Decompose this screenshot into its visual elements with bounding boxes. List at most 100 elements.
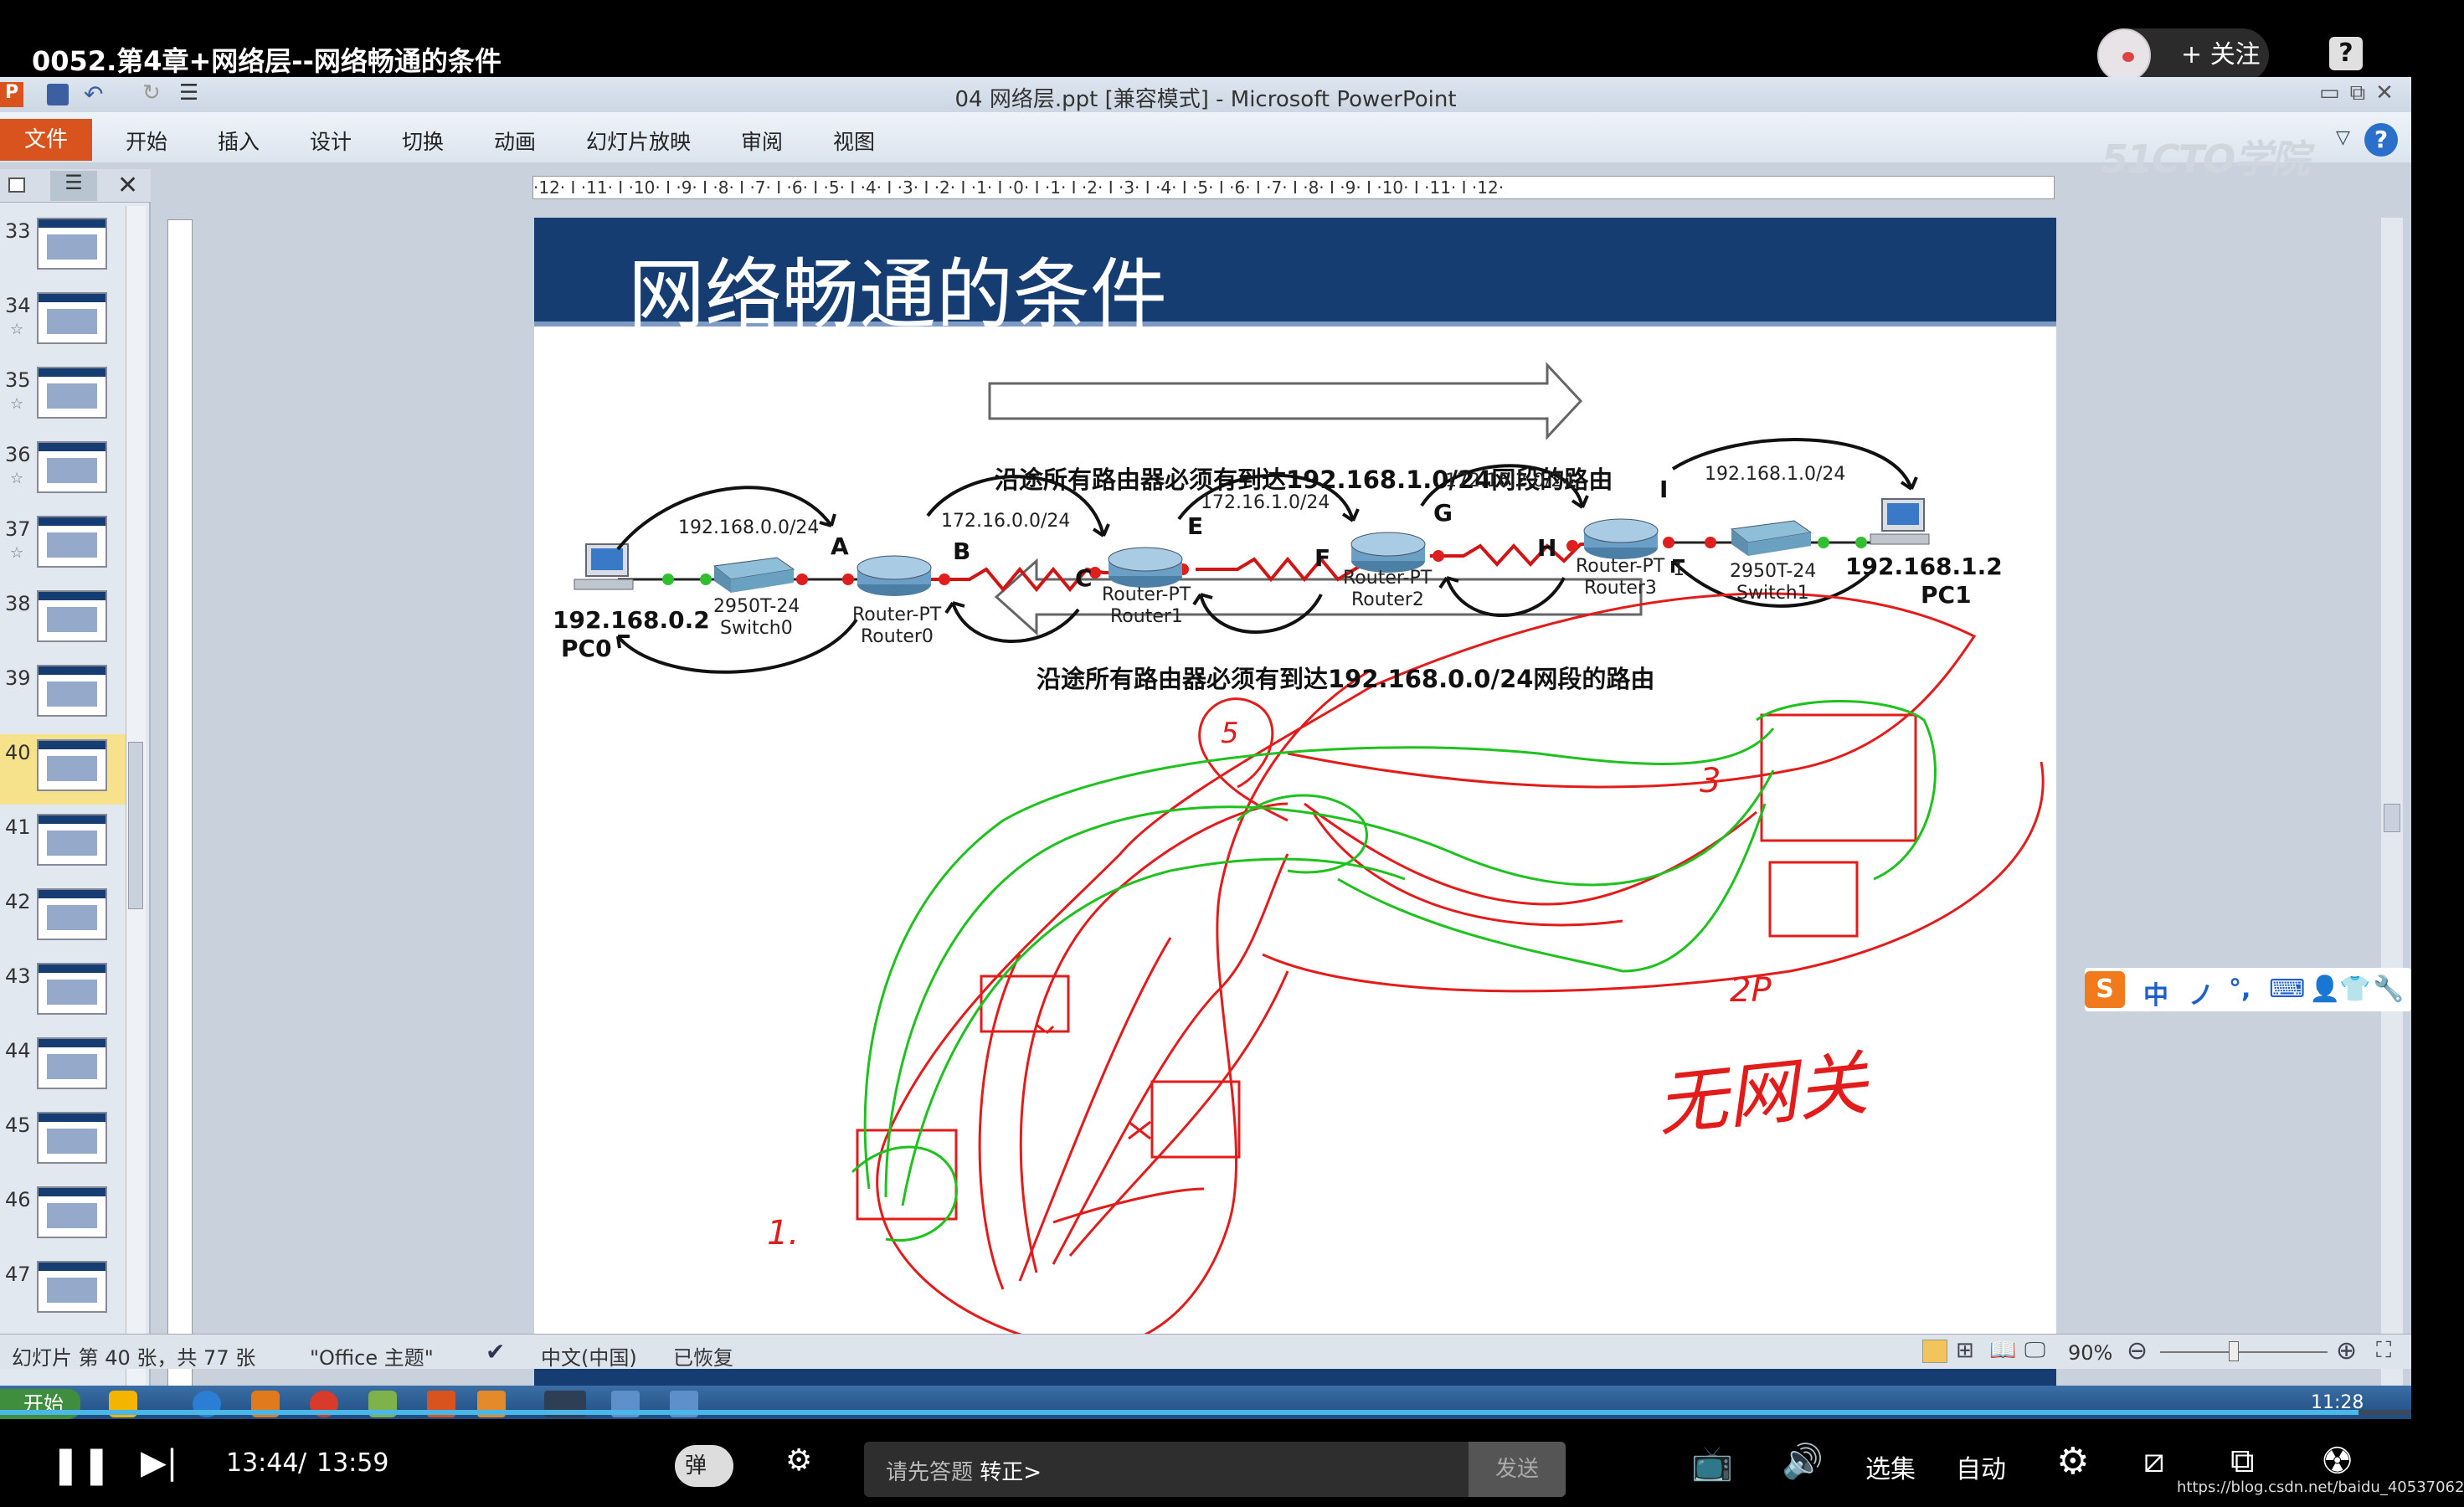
ribbon-collapse-icon[interactable]: ▽ (2336, 127, 2350, 148)
slide-thumbnail[interactable]: 42 (0, 883, 134, 954)
settings-wrench-icon[interactable]: 🔧 (2373, 975, 2405, 1004)
slide-thumbnail[interactable]: 46 (0, 1181, 134, 1252)
slide-thumbnail[interactable]: 44 (0, 1032, 134, 1103)
slide-thumbnail[interactable]: 40 (0, 734, 134, 805)
window-title: 04 网络层.ppt [兼容模式] - Microsoft PowerPoint (954, 87, 1457, 112)
window-icon[interactable]: ⧉ (2230, 1442, 2255, 1480)
normal-view-icon[interactable] (1922, 1340, 1947, 1363)
route-arrows (616, 438, 1918, 674)
slide-number: 47 (5, 1263, 31, 1286)
skin-icon[interactable]: 👕 (2339, 975, 2371, 1004)
danmu-link[interactable]: 转正> (980, 1460, 1042, 1485)
ime-punct-icon[interactable]: °, (2229, 975, 2251, 1004)
spellcheck-icon[interactable]: ✔ (486, 1338, 506, 1366)
ime-toolbar[interactable]: S 中 ノ °, ⌨ 👤 👕 🔧 (2085, 968, 2411, 1011)
port-label: F (1314, 544, 1331, 572)
tab-animations[interactable]: 动画 (494, 130, 537, 154)
send-button[interactable]: 发送 (1469, 1442, 1566, 1497)
slide-thumbnail[interactable]: 43 (0, 958, 134, 1028)
tv-icon[interactable]: 📺 (1691, 1444, 1733, 1483)
danmu-toggle[interactable]: 弹 (675, 1445, 733, 1487)
zoom-out-icon[interactable]: ⊖ (2127, 1336, 2148, 1366)
slide-thumbnail[interactable]: 35☆ (0, 362, 134, 432)
url-watermark: https://blog.csdn.net/baidu_40537062 (2177, 1479, 2464, 1496)
redo-icon[interactable]: ↻ (142, 80, 161, 105)
fullscreen-icon[interactable]: ☢ (2321, 1440, 2354, 1483)
tab-design[interactable]: 设计 (310, 130, 352, 154)
zoom-slider-thumb[interactable] (2229, 1341, 2239, 1361)
thumbnail-image (37, 367, 107, 419)
slide-thumbnail[interactable]: 45 (0, 1107, 134, 1177)
slide-thumbnail[interactable]: 34☆ (0, 287, 134, 357)
progress-fill (0, 1410, 2359, 1415)
fit-window-icon[interactable]: ⛶ (2376, 1338, 2392, 1363)
tab-view[interactable]: 视图 (833, 130, 876, 154)
undo-icon[interactable]: ↶ (84, 80, 104, 108)
recovered: 已恢复 (673, 1346, 733, 1370)
slides-tab-icon[interactable] (8, 177, 25, 193)
brand-watermark: 51CTO学院 (2101, 136, 2309, 182)
reading-view-icon[interactable]: 📖 (1989, 1338, 2017, 1363)
tab-home[interactable]: 开始 (126, 130, 168, 154)
language[interactable]: 中文(中国) (541, 1346, 637, 1370)
tab-insert[interactable]: 插入 (218, 130, 260, 154)
slide-number: 38 (5, 592, 31, 615)
handwriting-note: 1. (767, 1214, 800, 1252)
slide-thumbnail[interactable]: 36☆ (0, 436, 134, 507)
ime-chinese[interactable]: 中 (2143, 981, 2168, 1011)
danmu-toggle-label: 弹 (685, 1453, 707, 1479)
keyboard-icon[interactable]: ⌨ (2269, 975, 2306, 1004)
tab-review[interactable]: 审阅 (741, 130, 784, 154)
slide-thumbnail[interactable]: 39 (0, 660, 134, 730)
help-icon[interactable]: ? (2329, 37, 2363, 70)
save-icon[interactable] (47, 84, 69, 105)
scroll-thumb[interactable] (128, 742, 143, 909)
handwriting-green (851, 700, 1937, 1242)
slide-thumbnail[interactable]: 33 (0, 213, 134, 283)
thumbnail-image (37, 441, 107, 493)
slide-thumbnail[interactable]: 47 (0, 1256, 134, 1326)
arrow-right-label: 沿途所有路由器必须有到达192.168.1.0/24网段的路由 (995, 465, 1613, 494)
router0-name: Router0 (861, 626, 934, 647)
window-controls[interactable]: ▭⧉✕ (2319, 80, 2404, 105)
thumbnail-image (37, 292, 107, 344)
thumbnail-image (37, 590, 107, 642)
episodes-button[interactable]: 选集 (1865, 1455, 1916, 1484)
zoom-slider[interactable] (2160, 1351, 2328, 1353)
volume-icon[interactable]: 🔊 (1782, 1443, 1824, 1481)
danmu-input[interactable] (864, 1442, 1566, 1497)
ribbon-tabs (0, 112, 2411, 162)
app-icon: P (0, 82, 23, 107)
quick-access-menu-icon[interactable]: ☰ (179, 80, 199, 105)
slide-canvas[interactable]: 网络畅通的条件 (534, 218, 2056, 1396)
danmu-settings-icon[interactable]: ⚙ (785, 1443, 813, 1478)
close-icon[interactable]: ✕ (117, 171, 139, 200)
pip-off-icon[interactable]: ⧄ (2143, 1442, 2165, 1480)
user-icon[interactable]: 👤 (2309, 975, 2341, 1004)
zoom-in-icon[interactable]: ⊕ (2336, 1336, 2358, 1366)
follow-label: 关注 (2209, 40, 2261, 69)
sorter-view-icon[interactable]: ⊞ (1956, 1338, 1974, 1363)
tab-file[interactable]: 文件 (0, 119, 92, 161)
scroll-thumb[interactable] (2384, 804, 2400, 832)
avatar[interactable] (2097, 28, 2151, 82)
autoplay-button[interactable]: 自动 (1956, 1455, 2006, 1484)
pane-scrollbar[interactable] (126, 206, 146, 1412)
slide-number: 33 (5, 219, 31, 243)
help-icon-ppt[interactable]: ? (2364, 123, 2398, 157)
editor-scrollbar[interactable] (2381, 218, 2403, 1396)
slide-thumbnail[interactable]: 37☆ (0, 511, 134, 581)
outline-tab-icon[interactable]: ☰ (50, 171, 97, 201)
tab-slideshow[interactable]: 幻灯片放映 (586, 130, 692, 154)
next-icon[interactable]: ▶| (141, 1443, 178, 1482)
zoom-level[interactable]: 90% (2068, 1341, 2113, 1365)
slideshow-view-icon[interactable]: 🖵 (2024, 1338, 2046, 1363)
thumbnail-image (37, 888, 107, 940)
slide-thumbnail[interactable]: 41 (0, 809, 134, 879)
tab-transitions[interactable]: 切换 (402, 130, 445, 154)
pane-header: ☰ ✕ (0, 169, 151, 203)
settings-icon[interactable]: ⚙ (2056, 1440, 2090, 1483)
ime-halfwidth-icon[interactable]: ノ (2189, 981, 2214, 1011)
pause-icon[interactable]: ❚❚ (50, 1443, 112, 1486)
slide-thumbnail[interactable]: 38 (0, 585, 134, 656)
